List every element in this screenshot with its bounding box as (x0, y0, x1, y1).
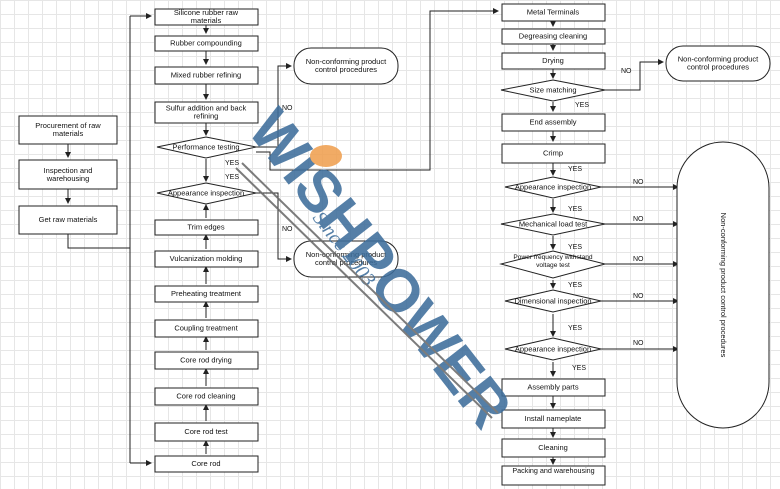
power-frequency-label: Power frequency withstand voltage test (513, 254, 593, 269)
core-rod-test-label: Core rod test (184, 427, 228, 436)
no-label: NO (633, 340, 644, 347)
assembly-parts-box: Assembly parts (501, 378, 606, 397)
rubber-compounding-label: Rubber compounding (170, 38, 242, 47)
branch-labels: NO YES YES NO NO YES YES NO YES NO YES N… (225, 68, 644, 372)
crimp-label: Crimp (543, 148, 563, 157)
preheating-label: Preheating treatment (171, 289, 242, 298)
preheating-box: Preheating treatment (154, 285, 259, 303)
end-assembly-box: End assembly (501, 113, 606, 132)
watermark-orange-ball (310, 145, 342, 167)
core-rod-cleaning-label: Core rod cleaning (176, 391, 235, 400)
drying-label: Drying (542, 56, 564, 65)
watermark-stripe (235, 167, 493, 419)
crimp-box: Crimp (501, 143, 606, 164)
appearance-inspection-diamond-left: Appearance inspection (156, 182, 257, 205)
power-frequency-diamond: Power frequency withstand voltage test (499, 250, 607, 279)
appearance-inspection-left-label: Appearance inspection (168, 188, 244, 197)
mechanical-load-diamond: Mechanical load test (500, 213, 606, 236)
vulcanization-label: Vulcanization molding (170, 254, 243, 263)
metal-terminals-box: Metal Terminals (501, 3, 606, 22)
core-rod-box: Core rod (154, 455, 259, 473)
connectors (65, 8, 679, 466)
get-raw-materials-box: Get raw materials (18, 205, 118, 235)
yes-label: YES (575, 102, 589, 109)
appearance-inspection-diamond-1: Appearance inspection (504, 176, 602, 199)
no-label: NO (282, 105, 293, 112)
mechanical-load-label: Mechanical load test (519, 219, 588, 228)
degreasing-label: Degreasing cleaning (519, 31, 587, 40)
metal-terminals-label: Metal Terminals (527, 7, 580, 16)
dimensional-inspection-diamond: Dimensional inspection (504, 289, 602, 313)
watermark-brand: WISHPOWER (236, 97, 525, 440)
cleaning-label: Cleaning (538, 443, 568, 452)
no-label: NO (621, 68, 632, 75)
yes-label: YES (225, 160, 239, 167)
performance-testing-label: Performance testing (172, 142, 239, 151)
no-label: NO (633, 179, 644, 186)
end-assembly-label: End assembly (529, 117, 576, 126)
no-label: NO (633, 256, 644, 263)
core-rod-cleaning-box: Core rod cleaning (154, 387, 259, 406)
yes-label: YES (572, 365, 586, 372)
appearance-inspection-diamond-2: Appearance inspection (504, 337, 602, 361)
mixed-rubber-box: Mixed rubber refining (154, 66, 259, 85)
yes-label: YES (568, 325, 582, 332)
packing-warehousing-label: Packing and warehousing (512, 466, 595, 475)
trim-edges-box: Trim edges (154, 219, 259, 236)
install-nameplate-label: Install nameplate (525, 414, 582, 423)
no-label: NO (282, 226, 293, 233)
yes-label: YES (568, 244, 582, 251)
size-matching-diamond: Size matching (500, 79, 606, 102)
get-raw-materials-label: Get raw materials (39, 215, 98, 224)
mixed-rubber-label: Mixed rubber refining (171, 70, 241, 79)
core-rod-drying-label: Core rod drying (180, 355, 232, 364)
dimensional-inspection-label: Dimensional inspection (514, 296, 591, 305)
core-rod-test-box: Core rod test (154, 422, 259, 442)
yes-label: YES (568, 206, 582, 213)
coupling-label: Coupling treatment (174, 323, 238, 332)
size-matching-label: Size matching (529, 85, 576, 94)
degreasing-box: Degreasing cleaning (501, 28, 606, 45)
vulcanization-box: Vulcanization molding (154, 250, 259, 268)
appearance-inspection-1-label: Appearance inspection (515, 182, 591, 191)
appearance-inspection-2-label: Appearance inspection (515, 344, 591, 353)
drying-box: Drying (501, 52, 606, 70)
install-nameplate-box: Install nameplate (501, 409, 606, 429)
yes-label: YES (568, 166, 582, 173)
nonconforming-right-big-box: Non-conforming product control procedure… (676, 141, 770, 429)
cleaning-box: Cleaning (501, 438, 606, 458)
watermark-stripe (241, 162, 499, 414)
coupling-box: Coupling treatment (154, 319, 259, 338)
no-label: NO (633, 216, 644, 223)
nonconforming-right-big-label: Non-conforming product control procedure… (719, 213, 728, 358)
assembly-parts-label: Assembly parts (527, 382, 579, 391)
no-label: NO (633, 293, 644, 300)
yes-label: YES (568, 282, 582, 289)
core-rod-label: Core rod (191, 459, 220, 468)
packing-warehousing-box: Packing and warehousing (501, 465, 606, 486)
wishpower-watermark: WISHPOWER Since 2003 (235, 97, 525, 440)
performance-testing-diamond: Performance testing (156, 136, 257, 159)
rubber-compounding-box: Rubber compounding (154, 35, 259, 52)
yes-label: YES (225, 174, 239, 181)
core-rod-drying-box: Core rod drying (154, 351, 259, 370)
trim-edges-label: Trim edges (187, 222, 224, 231)
